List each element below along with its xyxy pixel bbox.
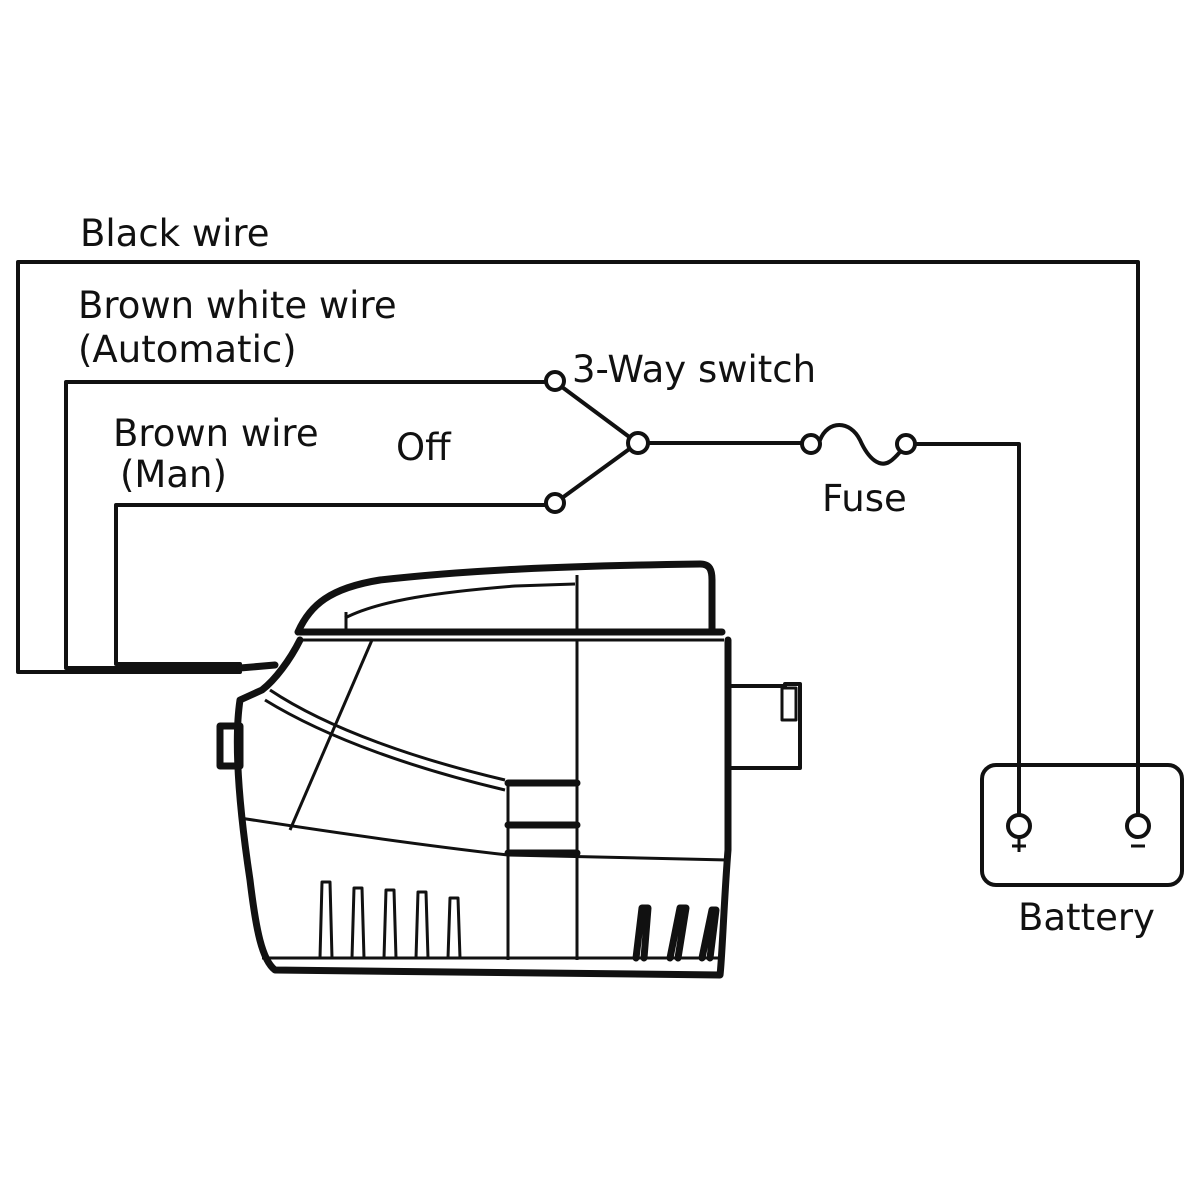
intake-slot [382, 888, 398, 959]
pump-cover-line-1 [269, 688, 506, 782]
fuse-element [818, 423, 905, 466]
pump-body [233, 636, 732, 979]
intake-slot [666, 904, 690, 962]
brown-wire [114, 503, 548, 666]
pump-mid-band [504, 779, 581, 857]
pump-cap-inner [344, 582, 576, 620]
switch-terminal-man [544, 492, 566, 514]
brown-white-wire-mode-label: (Automatic) [78, 328, 297, 371]
pump-outlet-tab [780, 686, 798, 722]
pump-cover-line-2 [264, 698, 506, 792]
switch-arm-man [560, 448, 630, 500]
battery-label: Battery [1018, 896, 1155, 939]
intake-slot [414, 890, 430, 959]
intake-slot [350, 886, 366, 959]
fuse-terminal-out [895, 433, 917, 455]
fuse [800, 423, 917, 466]
brown-wire-label: Brown wire [113, 412, 319, 455]
switch-common-terminal [626, 431, 650, 455]
pump-cable [236, 661, 279, 672]
fuse-to-battery-wire [913, 442, 1021, 817]
intake-slot [632, 904, 652, 962]
black-wire [16, 260, 1140, 817]
pump-lower-seam [239, 816, 729, 862]
battery [980, 763, 1184, 887]
battery-positive-terminal [1006, 813, 1032, 839]
switch-off-label: Off [396, 426, 452, 469]
battery-negative-terminal [1125, 813, 1151, 839]
intake-slot [318, 880, 334, 959]
switch-terminal-automatic [544, 370, 566, 392]
intake-slot [446, 896, 462, 959]
bilge-pump-icon [216, 560, 802, 979]
pump-intake-slots [318, 880, 720, 962]
pump-float-switch [216, 722, 244, 770]
pump-body-edge [288, 639, 374, 831]
battery-body [980, 763, 1184, 887]
three-way-switch [544, 370, 650, 514]
brown-white-wire [64, 380, 548, 670]
brown-wire-mode-label: (Man) [120, 453, 227, 496]
switch-label: 3-Way switch [572, 348, 816, 391]
fuse-terminal-in [800, 433, 822, 455]
black-wire-label: Black wire [80, 212, 270, 255]
fuse-label: Fuse [822, 477, 907, 520]
pump-cap [294, 560, 716, 636]
switch-arm-automatic [560, 385, 630, 438]
pump-outlet [726, 682, 802, 770]
intake-slot [698, 906, 720, 962]
brown-white-wire-label: Brown white wire [78, 284, 397, 327]
